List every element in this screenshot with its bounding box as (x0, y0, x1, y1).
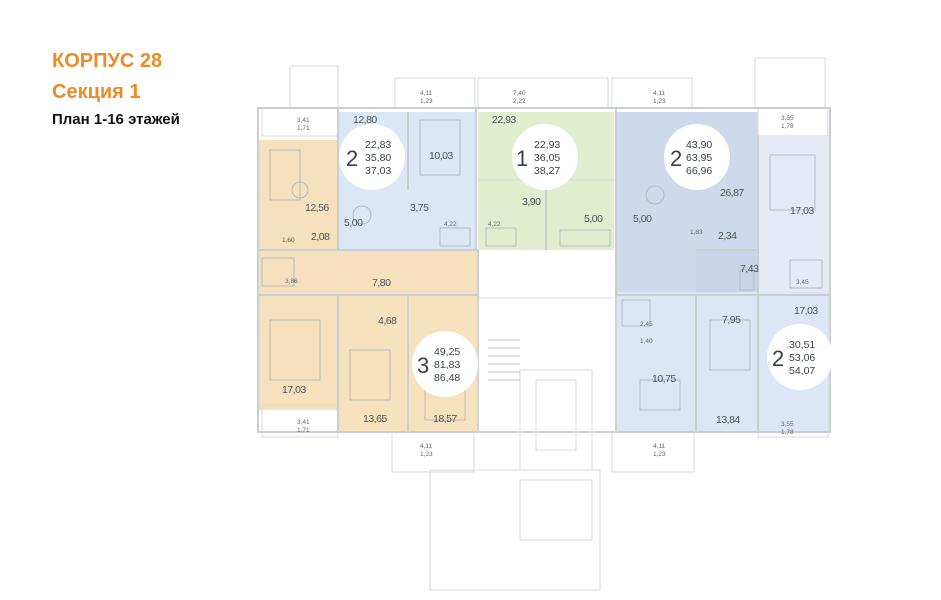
svg-text:53,06: 53,06 (789, 352, 815, 364)
bathroom-area-labels: 4,22 4,22 1,60 1,83 3,86 3,45 2,45 1,40 (282, 221, 809, 345)
floor-plan-subtitle: План 1-16 этажей (52, 111, 180, 128)
room-count: 2 (772, 346, 784, 371)
svg-text:36,05: 36,05 (534, 152, 560, 164)
room-area: 12,80 (353, 114, 377, 126)
svg-text:1,23: 1,23 (420, 98, 433, 105)
room-area: 17,03 (790, 205, 814, 217)
balcony-top-1: 4,111,23 (420, 90, 433, 105)
svg-text:63,95: 63,95 (686, 152, 712, 164)
room-area: 2,08 (311, 231, 330, 243)
svg-text:37,03: 37,03 (365, 165, 391, 177)
room-area: 13,84 (716, 414, 740, 426)
room-area: 10,03 (429, 150, 453, 162)
room-area: 18,57 (433, 413, 457, 425)
room-area: 13,65 (363, 413, 387, 425)
svg-text:4,11: 4,11 (420, 443, 433, 450)
svg-text:1,60: 1,60 (282, 237, 295, 244)
room-area: 12,56 (305, 202, 329, 214)
room-area-labels: 12,80 10,03 22,93 26,87 17,03 12,56 5,00… (282, 114, 819, 426)
room-area: 2,34 (718, 230, 737, 242)
svg-text:4,11: 4,11 (420, 90, 433, 97)
svg-text:38,27: 38,27 (534, 165, 560, 177)
room-area: 3,75 (410, 202, 429, 214)
svg-text:1,78: 1,78 (781, 123, 794, 130)
room-count: 2 (670, 146, 682, 171)
svg-text:66,96: 66,96 (686, 165, 712, 177)
apartment-badge-2-bottomright: 2 30,51 53,06 54,07 (767, 324, 833, 390)
room-area: 10,75 (652, 373, 676, 385)
balcony-labels: 4,111,23 7,402,22 4,111,23 3,411,71 3,55… (297, 90, 794, 458)
balcony-bottom-2: 4,111,23 (653, 443, 666, 458)
svg-text:1,23: 1,23 (653, 98, 666, 105)
building-title: КОРПУС 28 (52, 50, 163, 72)
svg-text:1,23: 1,23 (653, 451, 666, 458)
room-area: 17,03 (282, 384, 306, 396)
svg-text:81,83: 81,83 (434, 359, 460, 371)
room-count: 2 (346, 146, 358, 171)
svg-text:30,51: 30,51 (789, 339, 815, 351)
svg-text:4,11: 4,11 (653, 443, 666, 450)
room-area: 3,90 (522, 196, 541, 208)
svg-text:3,55: 3,55 (781, 421, 794, 428)
svg-text:1,71: 1,71 (297, 125, 310, 132)
room-area: 7,95 (722, 314, 741, 326)
room-count: 3 (417, 353, 429, 378)
room-area: 22,93 (492, 114, 516, 126)
room-area: 26,87 (720, 187, 744, 199)
svg-text:4,11: 4,11 (653, 90, 666, 97)
room-area: 5,00 (344, 217, 363, 229)
svg-text:3,41: 3,41 (297, 117, 310, 124)
balcony-left-top: 3,411,71 (297, 117, 310, 132)
balcony-right-top: 3,551,78 (781, 115, 794, 130)
svg-text:22,83: 22,83 (365, 139, 391, 151)
svg-text:1,83: 1,83 (690, 229, 703, 236)
balcony-right-bottom: 3,551,78 (781, 421, 794, 436)
svg-text:3,55: 3,55 (781, 115, 794, 122)
apartment-badge-1: 1 22,93 36,05 38,27 (512, 124, 578, 190)
svg-text:3,86: 3,86 (285, 278, 298, 285)
svg-text:49,25: 49,25 (434, 346, 460, 358)
svg-text:43,90: 43,90 (686, 139, 712, 151)
apartment-badge-3: 3 49,25 81,83 86,48 (412, 331, 478, 397)
apartment-badge-2-topright: 2 43,90 63,95 66,96 (664, 124, 730, 190)
svg-text:3,41: 3,41 (297, 419, 310, 426)
balcony-top-3: 4,111,23 (653, 90, 666, 105)
svg-text:2,45: 2,45 (640, 321, 653, 328)
room-area: 5,00 (584, 213, 603, 225)
room-area: 5,00 (633, 213, 652, 225)
svg-text:1,40: 1,40 (640, 338, 653, 345)
svg-text:22,93: 22,93 (534, 139, 560, 151)
room-count: 1 (516, 146, 528, 171)
svg-text:86,48: 86,48 (434, 372, 460, 384)
balcony-top-2: 7,402,22 (513, 90, 526, 105)
svg-text:1,78: 1,78 (781, 429, 794, 436)
balcony-bottom-1: 4,111,23 (420, 443, 433, 458)
svg-text:3,45: 3,45 (796, 279, 809, 286)
room-area: 17,03 (794, 305, 818, 317)
svg-text:35,80: 35,80 (365, 152, 391, 164)
apartment-badge-2-topleft: 2 22,83 35,80 37,03 (339, 124, 405, 190)
svg-text:2,22: 2,22 (513, 98, 526, 105)
stairwell (477, 297, 617, 541)
section-title: Секция 1 (52, 81, 141, 103)
room-area: 7,80 (372, 277, 391, 289)
balcony-left-bottom: 3,411,71 (297, 419, 310, 434)
svg-text:54,07: 54,07 (789, 365, 815, 377)
svg-text:1,71: 1,71 (297, 427, 310, 434)
room-area: 4,68 (378, 315, 397, 327)
svg-text:4,22: 4,22 (488, 221, 501, 228)
svg-text:7,40: 7,40 (513, 90, 526, 97)
svg-text:1,23: 1,23 (420, 451, 433, 458)
svg-text:4,22: 4,22 (444, 221, 457, 228)
room-area: 7,43 (740, 263, 759, 275)
